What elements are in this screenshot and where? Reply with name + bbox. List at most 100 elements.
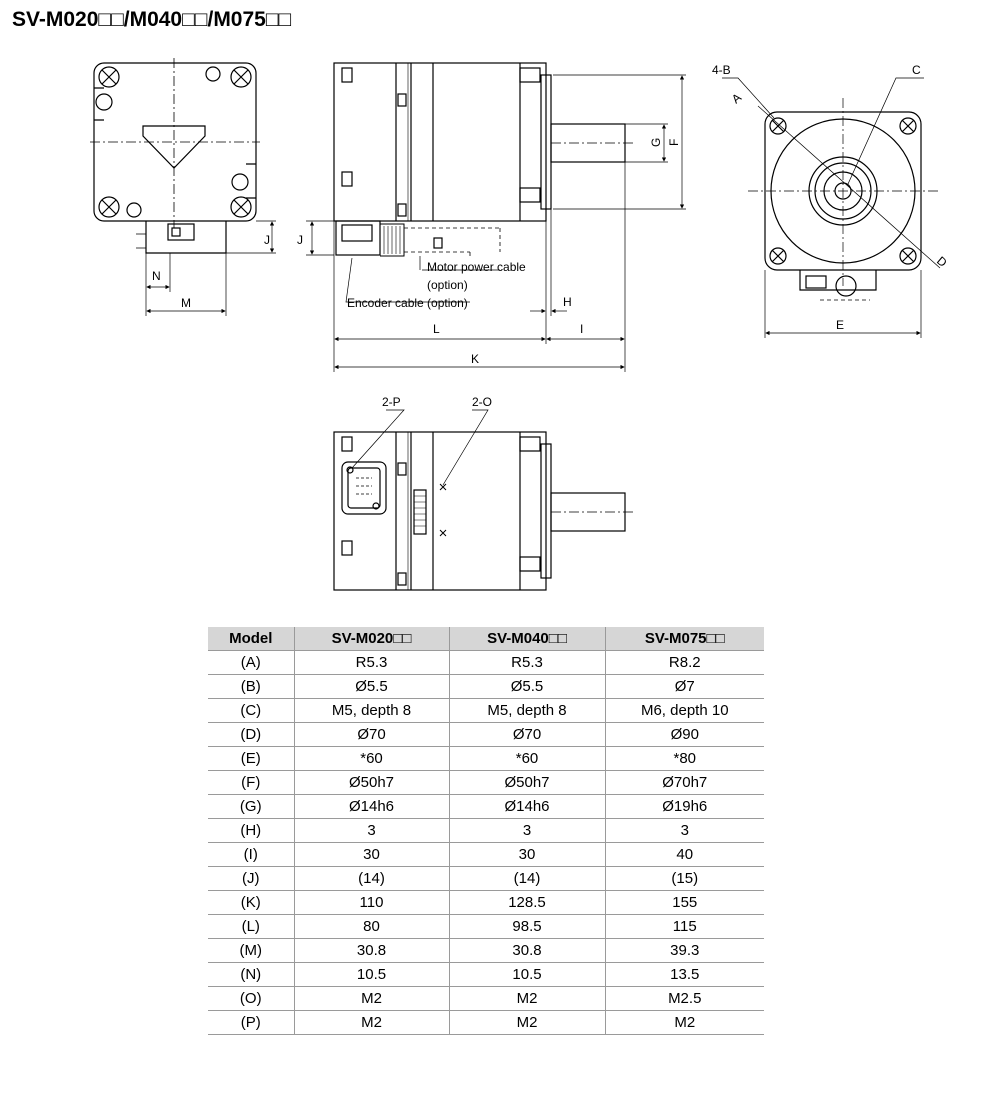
row-label-cell: (B)	[208, 674, 294, 699]
table-row: (E)*60*60*80	[208, 746, 764, 771]
value-cell: 30	[293, 842, 449, 867]
value-cell: 98.5	[448, 914, 605, 939]
dim-g-label: G	[649, 138, 663, 147]
row-label-cell: (K)	[208, 890, 294, 915]
table-row: (J)(14)(14)(15)	[208, 866, 764, 891]
value-cell: 3	[293, 818, 449, 843]
value-cell: M2	[448, 1010, 605, 1035]
table-header-row: Model SV-M020□□ SV-M040□□ SV-M075□□	[208, 627, 764, 651]
dim-a-label: A	[729, 90, 744, 106]
col-header-m075: SV-M075□□	[604, 627, 764, 651]
value-cell: 30.8	[293, 938, 449, 963]
value-cell: Ø70	[448, 722, 605, 747]
dim-l-label: L	[433, 322, 440, 336]
value-cell: M2	[448, 986, 605, 1011]
value-cell: *60	[293, 746, 449, 771]
value-cell: Ø5.5	[293, 674, 449, 699]
row-label-cell: (N)	[208, 962, 294, 987]
dim-c-label: C	[912, 63, 921, 77]
rear-end-view	[90, 58, 276, 316]
dim-o-label: 2-O	[472, 395, 492, 409]
value-cell: (14)	[448, 866, 605, 891]
row-label-cell: (D)	[208, 722, 294, 747]
value-cell: 80	[293, 914, 449, 939]
dim-p-label: 2-P	[382, 395, 401, 409]
value-cell: Ø50h7	[293, 770, 449, 795]
value-cell: Ø90	[604, 722, 764, 747]
value-cell: 155	[604, 890, 764, 915]
dim-e-label: E	[836, 318, 844, 332]
value-cell: 3	[448, 818, 605, 843]
encoder-cable-label: Encoder cable (option)	[347, 296, 468, 310]
row-label-cell: (J)	[208, 866, 294, 891]
side-view	[306, 62, 686, 372]
value-cell: 40	[604, 842, 764, 867]
dim-d-label: D	[934, 254, 950, 271]
dim-i-label: I	[580, 322, 583, 336]
value-cell: 128.5	[448, 890, 605, 915]
value-cell: 110	[293, 890, 449, 915]
value-cell: R5.3	[448, 650, 605, 675]
row-label-cell: (P)	[208, 1010, 294, 1035]
row-label-cell: (G)	[208, 794, 294, 819]
row-label-cell: (C)	[208, 698, 294, 723]
dim-b-label: 4-B	[712, 63, 731, 77]
row-label-cell: (H)	[208, 818, 294, 843]
value-cell: M6, depth 10	[604, 698, 764, 723]
value-cell: 10.5	[293, 962, 449, 987]
value-cell: Ø70	[293, 722, 449, 747]
row-label-cell: (I)	[208, 842, 294, 867]
top-view	[333, 409, 636, 591]
value-cell: 13.5	[604, 962, 764, 987]
value-cell: 3	[604, 818, 764, 843]
dim-f-label: F	[667, 139, 681, 146]
value-cell: *80	[604, 746, 764, 771]
value-cell: Ø14h6	[448, 794, 605, 819]
motor-power-cable-option: (option)	[427, 278, 468, 292]
dim-j-label-1: J	[264, 233, 270, 247]
value-cell: (14)	[293, 866, 449, 891]
value-cell: 10.5	[448, 962, 605, 987]
value-cell: Ø14h6	[293, 794, 449, 819]
page-title: SV-M020□□/M040□□/M075□□	[12, 8, 292, 31]
value-cell: Ø5.5	[448, 674, 605, 699]
value-cell: M2.5	[604, 986, 764, 1011]
value-cell: Ø70h7	[604, 770, 764, 795]
value-cell: 39.3	[604, 938, 764, 963]
motor-power-cable-label: Motor power cable	[427, 260, 526, 274]
dim-n-label: N	[152, 269, 161, 283]
value-cell: M2	[293, 986, 449, 1011]
col-header-model: Model	[208, 627, 294, 651]
row-label-cell: (L)	[208, 914, 294, 939]
front-flange-view	[722, 77, 941, 338]
row-label-cell: (F)	[208, 770, 294, 795]
dim-k-label: K	[471, 352, 479, 366]
value-cell: 30	[448, 842, 605, 867]
col-header-m040: SV-M040□□	[448, 627, 605, 651]
value-cell: Ø50h7	[448, 770, 605, 795]
row-label-cell: (A)	[208, 650, 294, 675]
dim-h-label: H	[563, 295, 572, 309]
value-cell: M2	[604, 1010, 764, 1035]
value-cell: M5, depth 8	[293, 698, 449, 723]
value-cell: M5, depth 8	[448, 698, 605, 723]
row-label-cell: (E)	[208, 746, 294, 771]
col-header-m020: SV-M020□□	[293, 627, 449, 651]
value-cell: M2	[293, 1010, 449, 1035]
value-cell: 30.8	[448, 938, 605, 963]
row-label-cell: (O)	[208, 986, 294, 1011]
